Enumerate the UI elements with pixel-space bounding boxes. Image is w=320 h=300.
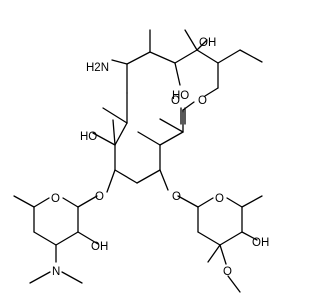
bond [159,169,169,191]
bond [241,195,263,208]
bond [114,122,128,146]
bond [92,132,116,146]
bond [184,29,198,51]
hydroxyl-label: OH [252,237,269,249]
bond [106,169,116,193]
bond [77,231,99,245]
bond [159,118,184,133]
hydroxyl-label: OH [199,37,216,49]
bond [29,271,51,284]
bond [219,244,227,265]
bonds [13,29,263,293]
bond [219,231,243,246]
bond [126,51,151,65]
molecule-structure: H2N OH HO HO OH OH O O O O O O N O [13,29,269,293]
bond [239,49,263,63]
dimethylamino-nitrogen-label: N [52,266,60,278]
lactone-oxygen-label: O [198,95,207,107]
bond [33,197,50,208]
carbonyl-oxygen-label: O [171,95,180,107]
hydroxyl-label: HO [80,131,97,143]
bond [177,195,199,208]
bond [174,62,181,86]
atom-labels: H2N OH HO HO OH OH O O O O O O N O [51,37,269,278]
bond [174,49,198,64]
bond [136,169,161,184]
bond [159,131,184,146]
bond [196,49,219,64]
bond [149,51,176,64]
bond [207,244,221,263]
bond [204,87,219,97]
hydroxyl-label: HO [172,90,189,102]
molecule-canvas: H2N OH HO HO OH OH O O O O O O N O [13,29,270,293]
bond [55,231,79,246]
ether-oxygen-label: O [172,191,181,203]
ring-oxygen-label: O [51,193,60,205]
bond [226,197,243,208]
bond [241,231,258,241]
ether-oxygen-label: O [95,191,104,203]
methoxy-oxygen-label: O [223,266,232,278]
bond [13,195,35,208]
hydroxyl-label: OH [91,241,108,253]
ring-oxygen-label: O [215,193,224,205]
bond [61,271,83,284]
bond [217,49,241,64]
bond [114,169,138,184]
bond [137,131,161,146]
bond [33,231,57,246]
bond [197,231,221,246]
bond [77,195,98,208]
bond [62,197,79,208]
bond [227,275,241,293]
amine-label: H2N [86,62,109,74]
bond [197,197,214,208]
bond [102,107,128,124]
bond [196,39,208,51]
bond [112,119,116,146]
bond [111,59,128,65]
